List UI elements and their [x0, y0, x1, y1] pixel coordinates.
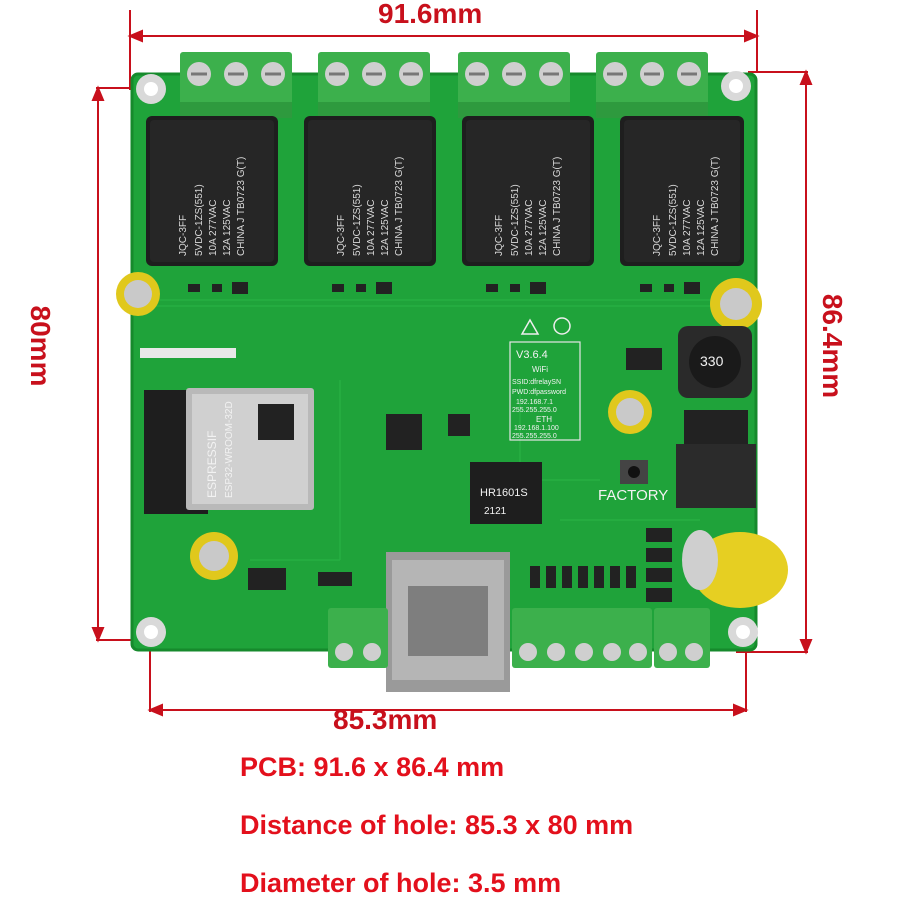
svg-text:192.168.1.100: 192.168.1.100	[514, 425, 559, 432]
svg-text:5VDC-1ZS(551): 5VDC-1ZS(551)	[510, 184, 521, 256]
hole-diameter-spec: Diameter of hole: 3.5 mm	[240, 868, 562, 898]
voltage-regulator	[676, 410, 756, 508]
svg-text:V3.6.4: V3.6.4	[516, 349, 548, 361]
svg-text:CHINA J TB0723 G(T): CHINA J TB0723 G(T)	[552, 157, 563, 256]
svg-text:PWD:dfpassword: PWD:dfpassword	[512, 389, 566, 396]
ethernet-transformer: HR1601S 2121	[470, 462, 542, 524]
svg-text:CHINA J TB0723 G(T): CHINA J TB0723 G(T)	[394, 157, 405, 256]
svg-text:5VDC-1ZS(551): 5VDC-1ZS(551)	[194, 184, 205, 256]
svg-text:5VDC-1ZS(551): 5VDC-1ZS(551)	[352, 184, 363, 256]
svg-text:JQC-3FF: JQC-3FF	[494, 215, 505, 256]
svg-text:CHINA J TB0723 G(T): CHINA J TB0723 G(T)	[710, 157, 721, 256]
svg-text:SSID:dfrelaySN: SSID:dfrelaySN	[512, 379, 561, 386]
left-height-label: 80mm	[25, 305, 56, 387]
svg-text:JQC-3FF: JQC-3FF	[652, 215, 663, 256]
right-height-label: 86.4mm	[817, 293, 848, 399]
svg-text:10A 277VAC: 10A 277VAC	[208, 199, 219, 256]
svg-text:JQC-3FF: JQC-3FF	[336, 215, 347, 256]
bottom-width-label: 85.3mm	[333, 704, 438, 735]
svg-text:FACTORY: FACTORY	[598, 487, 668, 504]
svg-text:ETH: ETH	[536, 415, 552, 424]
svg-text:ESPRESSIF: ESPRESSIF	[205, 431, 219, 498]
svg-text:330: 330	[700, 353, 724, 369]
bottom-terminal-blocks	[328, 608, 710, 668]
svg-text:12A 125VAC: 12A 125VAC	[538, 199, 549, 256]
inductor: 330	[678, 326, 752, 398]
svg-text:12A 125VAC: 12A 125VAC	[222, 199, 233, 256]
svg-text:2121: 2121	[484, 506, 507, 517]
svg-text:192.168.7.1: 192.168.7.1	[516, 399, 553, 406]
dimension-lines	[91, 10, 813, 717]
diode-array	[530, 528, 672, 602]
capacitors	[116, 272, 788, 608]
svg-text:CHINA J TB0723 G(T): CHINA J TB0723 G(T)	[236, 157, 247, 256]
svg-text:ESP32-WROOM-32D: ESP32-WROOM-32D	[224, 401, 235, 498]
svg-text:WiFi: WiFi	[532, 365, 548, 374]
svg-text:10A 277VAC: 10A 277VAC	[524, 199, 535, 256]
svg-text:12A 125VAC: 12A 125VAC	[380, 199, 391, 256]
svg-text:255.255.255.0: 255.255.255.0	[512, 407, 557, 414]
svg-text:HR1601S: HR1601S	[480, 487, 528, 499]
svg-text:12A 125VAC: 12A 125VAC	[696, 199, 707, 256]
smd-components	[140, 282, 700, 358]
top-terminal-blocks	[180, 52, 708, 118]
top-width-label: 91.6mm	[378, 0, 483, 29]
mounting-holes	[136, 71, 758, 647]
ic-chips	[248, 348, 662, 590]
silkscreen-info: V3.6.4 WiFi SSID:dfrelaySN PWD:dfpasswor…	[509, 317, 668, 504]
relays: JQC-3FF 5VDC-1ZS(551) 10A 277VAC 12A 125…	[146, 116, 744, 266]
pcb-size-spec: PCB: 91.6 x 86.4 mm	[240, 752, 505, 782]
esp32-module: ESPRESSIF ESP32-WROOM-32D	[144, 388, 314, 514]
jumper-header	[318, 572, 352, 586]
svg-text:10A 277VAC: 10A 277VAC	[682, 199, 693, 256]
svg-text:5VDC-1ZS(551): 5VDC-1ZS(551)	[668, 184, 679, 256]
svg-text:255.255.255.0: 255.255.255.0	[512, 433, 557, 440]
ethernet-jack	[386, 552, 510, 692]
svg-text:10A 277VAC: 10A 277VAC	[366, 199, 377, 256]
hole-distance-spec: Distance of hole: 85.3 x 80 mm	[240, 810, 634, 840]
relay-brand: JQC-3FF	[178, 215, 189, 256]
